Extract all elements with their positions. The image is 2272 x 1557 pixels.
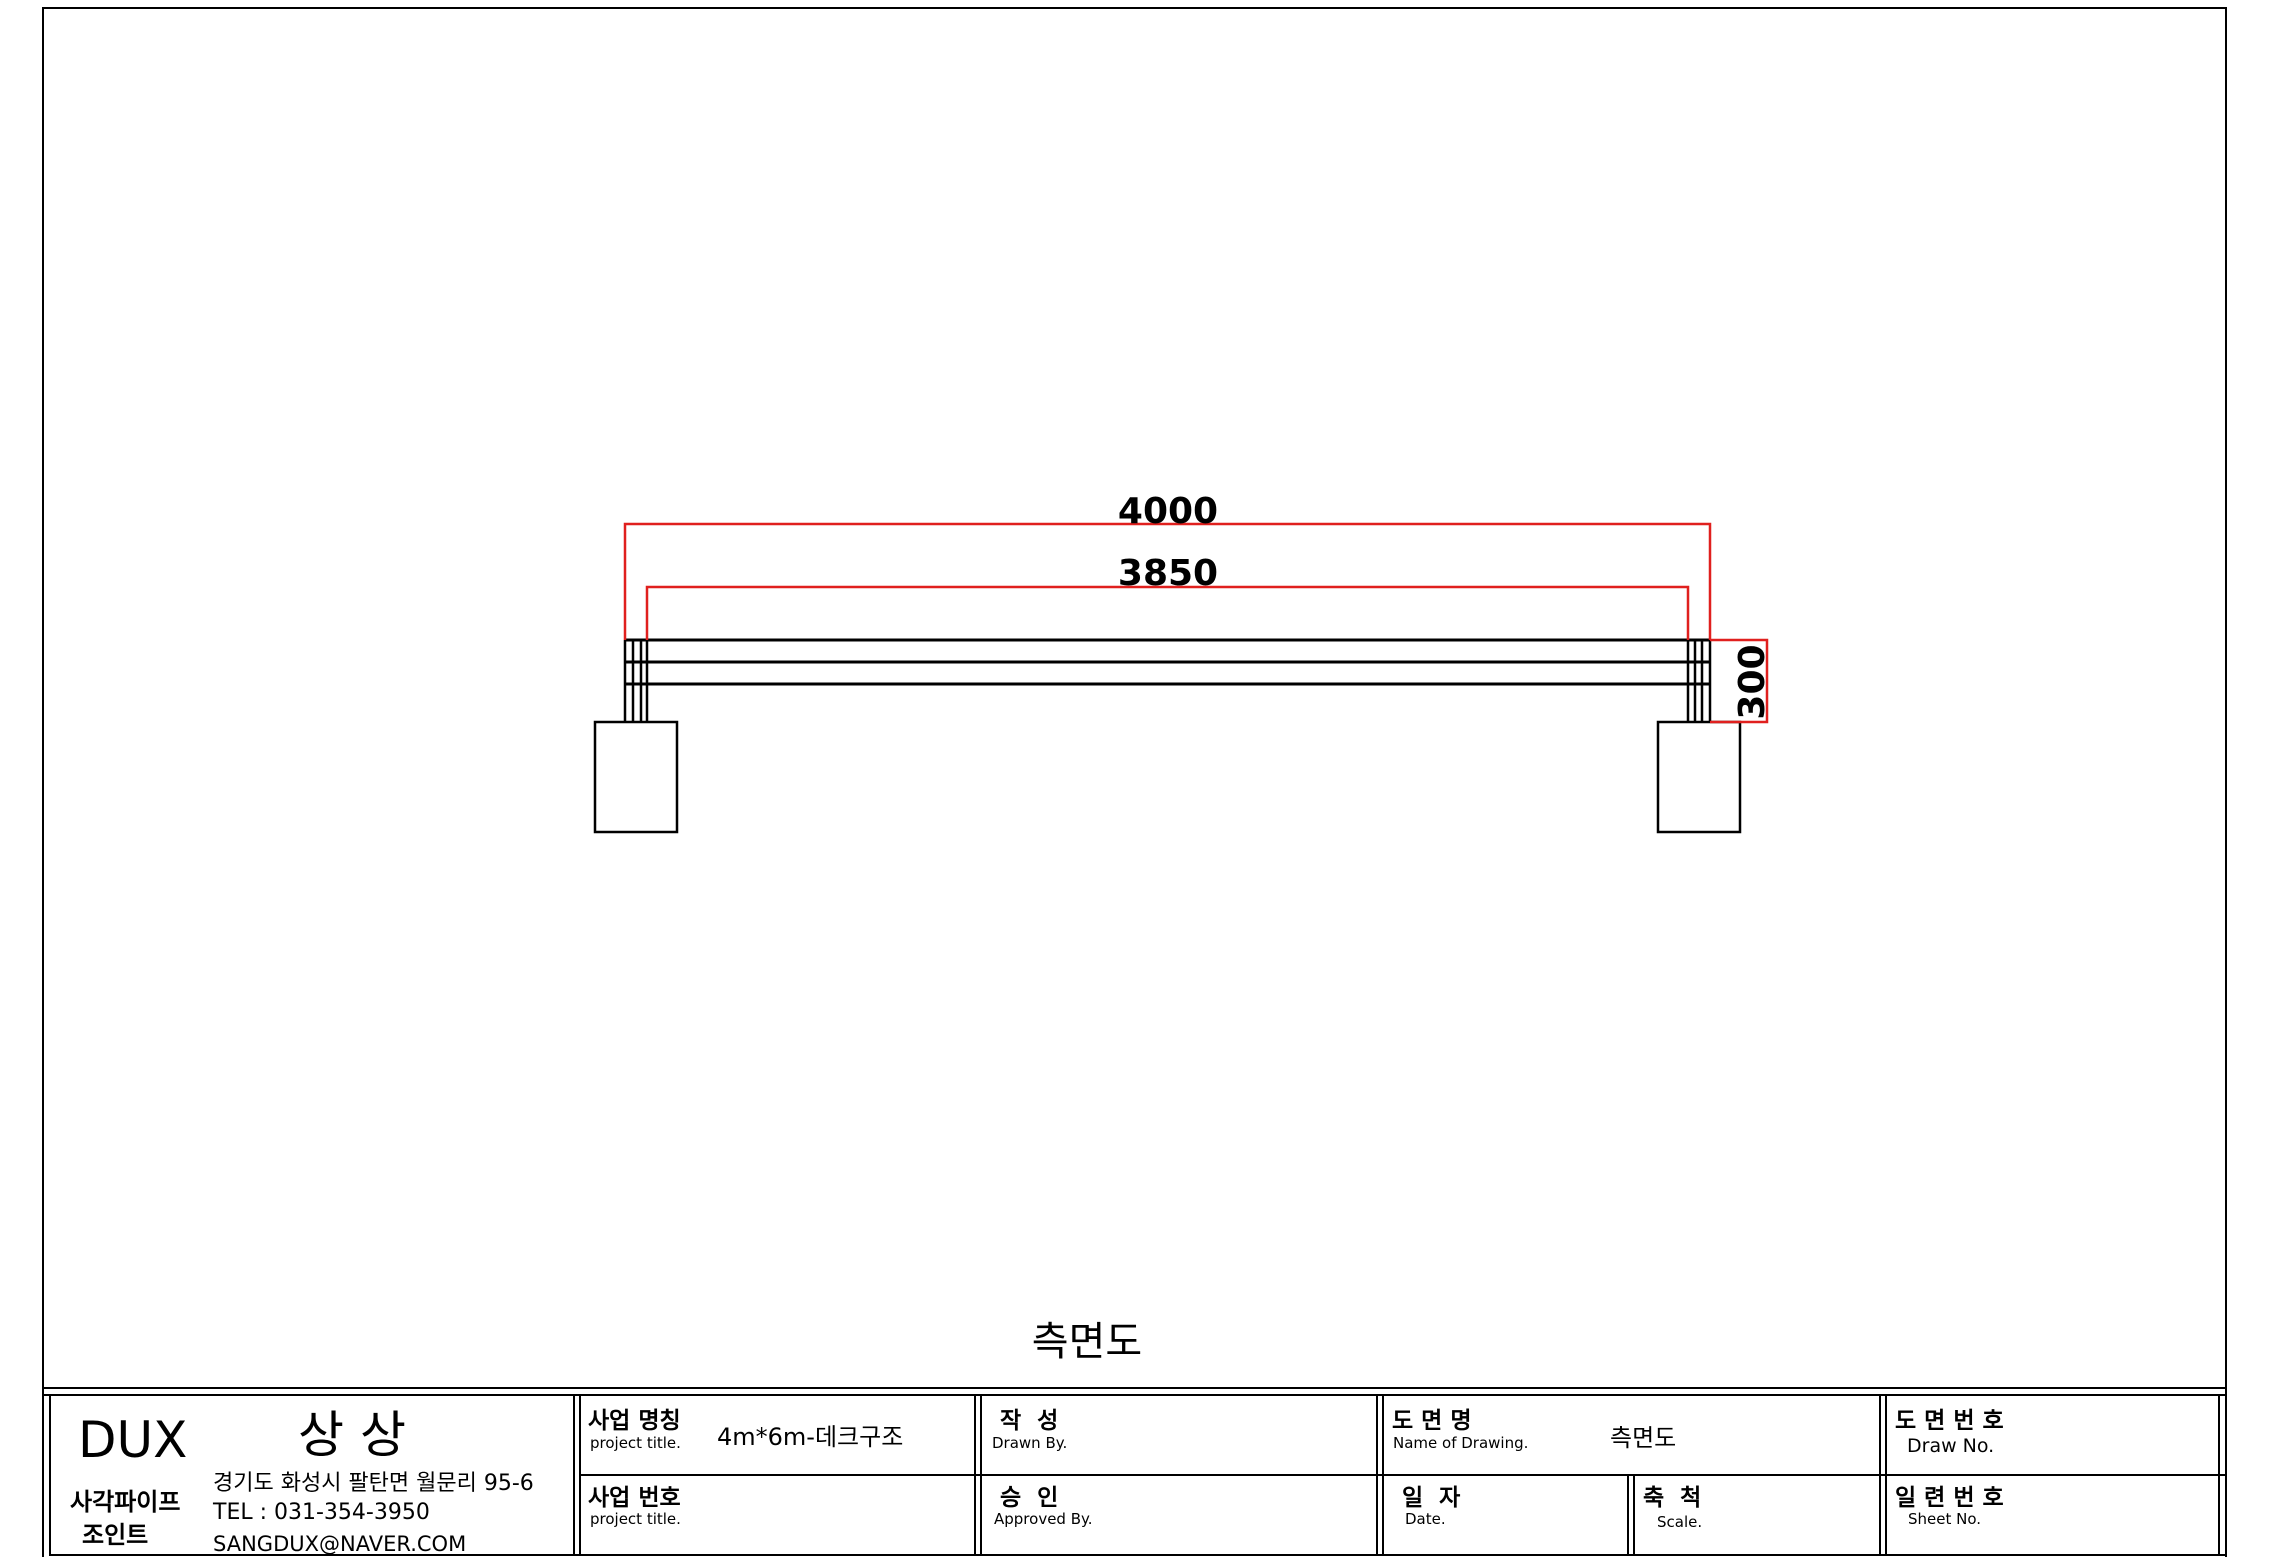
dimension-line-4000: [623, 522, 1712, 640]
approved-by-label-en: Approved By.: [994, 1510, 1093, 1528]
project-number-label-en: project title.: [590, 1510, 681, 1528]
title-block: [43, 1387, 2227, 1556]
drawn-by-label-kr: 작 성: [1000, 1408, 1058, 1434]
right-footing: [1656, 720, 1742, 834]
side-view-drawing: [593, 638, 1742, 834]
dimension-label-300: 300: [1732, 644, 1773, 719]
deck-beam: [625, 638, 1710, 686]
right-post: [1686, 640, 1712, 722]
company-tagline-2: 조인트: [82, 1521, 148, 1549]
company-brand-name: 상 상: [298, 1406, 406, 1464]
company-logo-text: DUX: [78, 1411, 187, 1469]
company-email: SANGDUX@NAVER.COM: [213, 1532, 466, 1556]
project-name-value: 4m*6m-데크구조: [717, 1423, 903, 1451]
scale-label-kr: 축 척: [1643, 1485, 1701, 1511]
project-number-label-kr: 사업 번호: [588, 1485, 681, 1511]
date-label-kr: 일 자: [1402, 1485, 1460, 1511]
dimension-line-300: [1710, 638, 1769, 724]
project-name-label-en: project title.: [590, 1434, 681, 1452]
drawing-name-value: 측면도: [1610, 1424, 1676, 1452]
view-caption: 측면도: [1032, 1319, 1142, 1365]
draw-no-label-en: Draw No.: [1907, 1435, 1994, 1457]
draw-no-label-kr: 도 면 번 호: [1895, 1408, 2004, 1434]
dimension-lines: [623, 522, 1769, 724]
approved-by-label-kr: 승 인: [1000, 1485, 1058, 1511]
drawing-name-label-kr: 도 면 명: [1392, 1408, 1472, 1434]
drawn-by-label-en: Drawn By.: [992, 1434, 1067, 1452]
sheet-no-label-kr: 일 련 번 호: [1895, 1485, 2004, 1511]
dimension-label-3850: 3850: [1118, 553, 1218, 594]
project-name-label-kr: 사업 명칭: [588, 1408, 681, 1434]
company-address: 경기도 화성시 팔탄면 월문리 95-6: [213, 1471, 534, 1496]
scale-label-en: Scale.: [1657, 1513, 1702, 1531]
sheet-no-label-en: Sheet No.: [1908, 1510, 1981, 1528]
drawing-name-label-en: Name of Drawing.: [1393, 1434, 1528, 1452]
date-label-en: Date.: [1405, 1510, 1446, 1528]
company-tagline-1: 사각파이프: [70, 1488, 180, 1516]
left-footing: [593, 720, 679, 834]
left-post: [623, 640, 649, 722]
dimension-line-3850: [645, 585, 1690, 640]
company-tel: TEL : 031-354-3950: [212, 1500, 430, 1525]
sheet-border: [42, 7, 2227, 1557]
dimension-label-4000: 4000: [1118, 491, 1218, 532]
